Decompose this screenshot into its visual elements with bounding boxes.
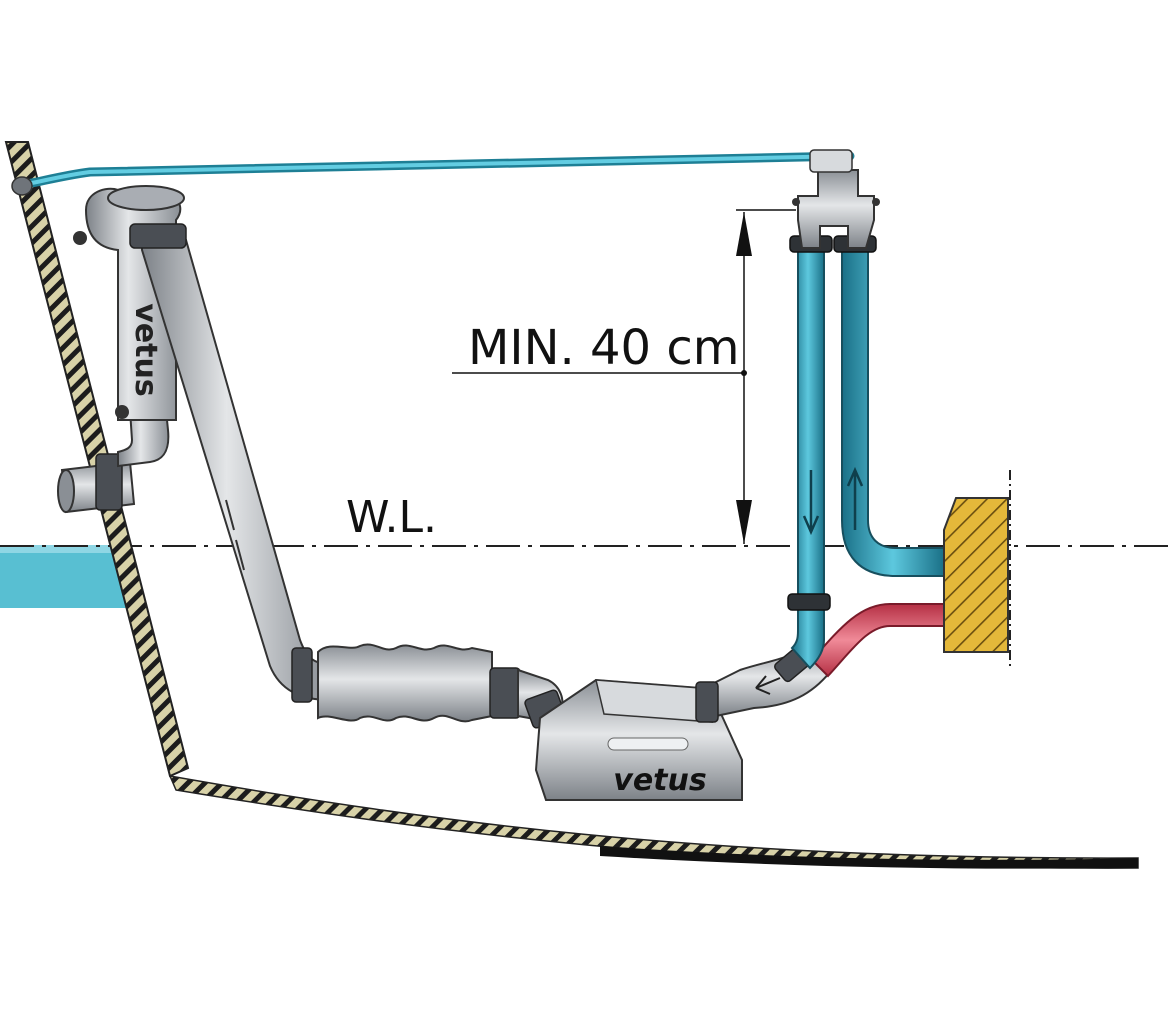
hot-water-hose [810,603,945,678]
sea-water [0,545,128,608]
arrow-up-icon [846,466,864,530]
waterline-label: W.L. [346,492,437,543]
flow-arrow-icon [755,675,781,695]
min-height-label: MIN. 40 cm [468,320,739,376]
waterlock-logo: vetus [613,763,706,798]
cooling-water-loop [787,235,945,670]
vent-hose [11,151,855,196]
muffler [317,643,566,729]
height-dimension [452,209,796,544]
gooseneck-logo: vetus [128,303,163,396]
waterlock: vetus [534,678,743,801]
arrow-down-icon [802,470,820,536]
exhaust-hose [129,223,331,703]
vent-valve [792,149,880,249]
engine-block [943,470,1011,666]
